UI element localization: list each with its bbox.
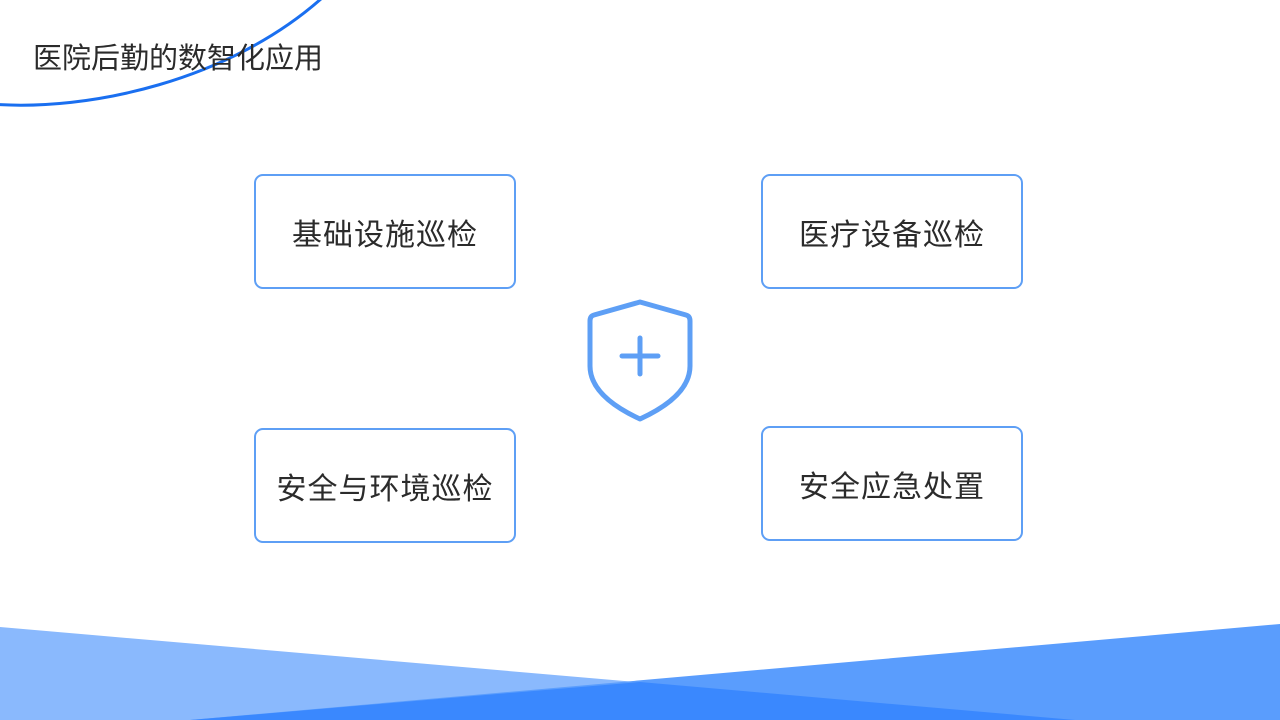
bottom-band-overlap <box>190 682 1075 720</box>
card-label: 安全应急处置 <box>799 469 985 505</box>
card-infrastructure-inspection: 基础设施巡检 <box>254 174 516 289</box>
bottom-band-left <box>0 627 1075 720</box>
card-label: 基础设施巡检 <box>292 217 478 253</box>
shield-plus-icon <box>587 299 693 422</box>
card-safety-emergency-response: 安全应急处置 <box>761 426 1023 541</box>
card-label: 医疗设备巡检 <box>799 217 985 253</box>
card-label: 安全与环境巡检 <box>276 471 494 507</box>
page-title: 医院后勤的数智化应用 <box>33 41 324 75</box>
card-safety-environment-inspection: 安全与环境巡检 <box>254 428 516 543</box>
bottom-band-right <box>190 624 1280 720</box>
card-medical-equipment-inspection: 医疗设备巡检 <box>761 174 1023 289</box>
